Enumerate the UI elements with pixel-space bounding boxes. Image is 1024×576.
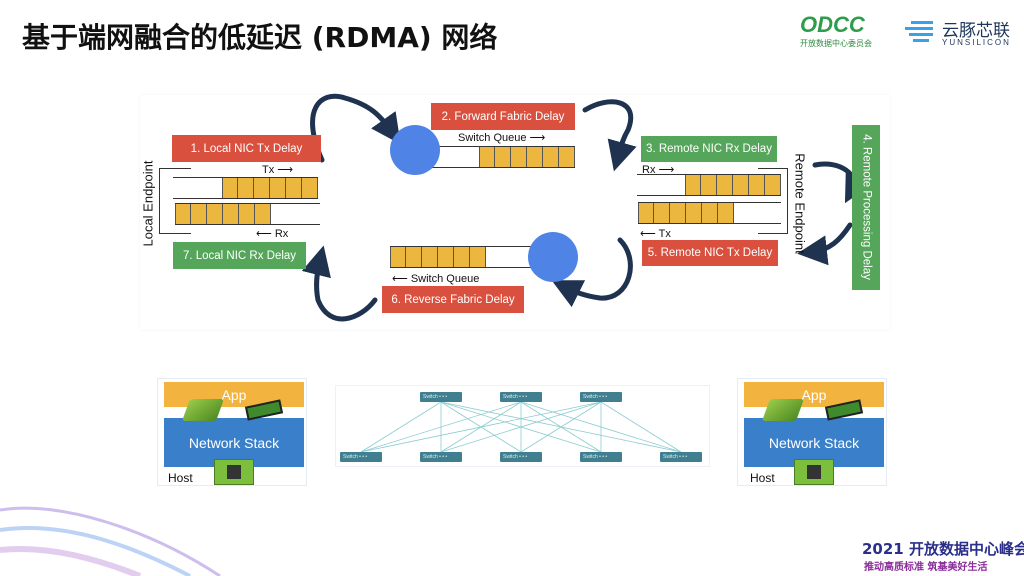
- delay-label-remote-nic-rx: 3. Remote NIC Rx Delay: [641, 136, 777, 162]
- local-rx-queue: [175, 203, 320, 225]
- reverse-switch-node: [528, 232, 578, 282]
- remote-rx-label: Rx ⟶: [642, 164, 675, 176]
- leaf-switch: Switch • • •: [340, 452, 382, 462]
- arrow-4-out: [797, 222, 853, 266]
- fabric-link: [520, 401, 602, 453]
- delay-label-remote-processing: 4. Remote Processing Delay: [852, 125, 880, 290]
- odcc-logo: ODCC 开放数据中心委员会: [800, 12, 900, 52]
- local-endpoint-bracket: [159, 168, 191, 234]
- forward-switch-node: [390, 125, 440, 175]
- fabric-link: [600, 401, 682, 453]
- forward-switch-queue: [430, 146, 575, 168]
- switch-queue-text: Switch Queue: [410, 273, 480, 285]
- tx-text: Tx: [658, 228, 671, 240]
- arrow-5-6: [551, 237, 633, 308]
- rx-text: Rx: [274, 228, 289, 240]
- host-label: Host: [168, 471, 193, 485]
- fabric-link: [360, 401, 442, 453]
- remote-rx-queue: [637, 174, 781, 196]
- odcc-logo-text: ODCC: [800, 12, 865, 37]
- tx-text: Tx: [262, 164, 275, 176]
- arrow-6-7: [301, 245, 378, 322]
- spine-switch: Switch • • •: [580, 392, 622, 402]
- leaf-switch: Switch • • •: [580, 452, 622, 462]
- delay-label-forward-fabric: 2. Forward Fabric Delay: [431, 103, 575, 130]
- arrow-1-2: [310, 93, 401, 163]
- remote-tx-queue: [638, 202, 781, 224]
- network-stack-layer: Network Stack: [744, 418, 884, 467]
- forward-switch-queue-label: Switch Queue ⟶: [458, 132, 546, 144]
- leaf-switch: Switch • • •: [500, 452, 542, 462]
- delay-label-local-nic-tx: 1. Local NIC Tx Delay: [172, 135, 321, 162]
- fabric-link: [360, 401, 522, 453]
- spine-switch: Switch • • •: [420, 392, 462, 402]
- odcc-subtitle: 开放数据中心委员会: [800, 39, 872, 48]
- delay-label-reverse-fabric: 6. Reverse Fabric Delay: [382, 286, 524, 313]
- page-title: 基于端网融合的低延迟 (RDMA) 网络: [22, 21, 498, 54]
- local-tx-label: Tx ⟶: [262, 164, 294, 176]
- yunsilicon-en: YUNSILICON: [942, 38, 1011, 47]
- reverse-switch-queue: [390, 246, 535, 268]
- remote-tx-label: ⟵ Tx: [640, 228, 671, 240]
- delay-label-remote-nic-tx: 5. Remote NIC Tx Delay: [642, 240, 778, 266]
- local-tx-queue: [173, 177, 318, 199]
- event-slogan: 推动高质标准 筑基美好生活: [864, 562, 988, 573]
- network-stack-layer: Network Stack: [164, 418, 304, 467]
- decorative-swoosh: [0, 506, 221, 576]
- nic-card-icon: [214, 459, 254, 485]
- delay-label-local-nic-rx: 7. Local NIC Rx Delay: [173, 242, 306, 269]
- reverse-switch-queue-label: ⟵ Switch Queue: [392, 273, 480, 285]
- rx-text: Rx: [642, 164, 656, 176]
- host-right: App Network Stack Host: [737, 378, 887, 486]
- spine-switch: Switch • • •: [500, 392, 542, 402]
- fabric-link: [440, 401, 602, 453]
- event-title: 2021 开放数据中心峰会: [862, 540, 1024, 558]
- remote-endpoint-bracket: [758, 168, 788, 234]
- leaf-switch: Switch • • •: [660, 452, 702, 462]
- host-left: App Network Stack Host: [157, 378, 307, 486]
- leaf-switch: Switch • • •: [420, 452, 462, 462]
- host-label: Host: [750, 471, 775, 485]
- nic-card-icon: [794, 459, 834, 485]
- local-rx-label: ⟵ Rx: [256, 228, 289, 240]
- fabric-link: [360, 401, 602, 453]
- arrow-2-3: [582, 99, 637, 172]
- yunsilicon-cn: 云豚芯联: [942, 21, 1010, 41]
- yunsilicon-mark-icon: [905, 18, 933, 44]
- switch-queue-text: Switch Queue: [458, 132, 527, 144]
